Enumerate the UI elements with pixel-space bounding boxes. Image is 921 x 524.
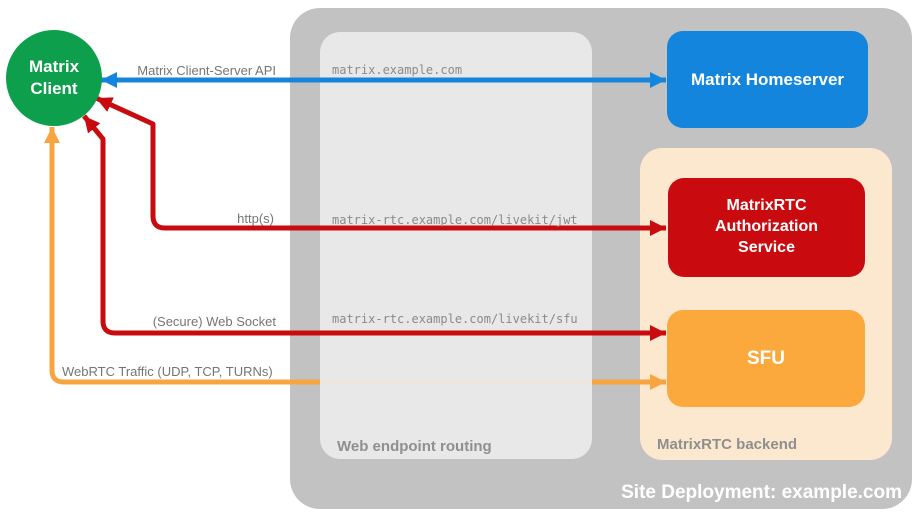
- matrix-homeserver-node: Matrix Homeserver: [667, 31, 868, 128]
- matrixrtc-backend-label: MatrixRTC backend: [657, 436, 798, 453]
- matrix-client-label: Matrix Client: [28, 56, 80, 98]
- client-server-api-label: Matrix Client-Server API: [137, 63, 276, 78]
- https-jwt-arrow: [94, 95, 666, 237]
- websocket-label: (Secure) Web Socket: [152, 314, 276, 329]
- route-livekit-jwt: matrix-rtc.example.com/livekit/jwt: [332, 213, 578, 227]
- matrixrtc-auth-service-node: MatrixRTC Authorization Service: [668, 178, 865, 277]
- sfu-node: SFU: [667, 310, 865, 407]
- route-matrix-example-com: matrix.example.com: [332, 63, 463, 77]
- route-livekit-sfu: matrix-rtc.example.com/livekit/sfu: [332, 312, 578, 326]
- sfu-label: SFU: [747, 347, 785, 369]
- webrtc-traffic-arrow: [43, 127, 666, 391]
- matrixrtc-auth-service-label: MatrixRTC Authorization Service: [714, 197, 819, 256]
- https-label: http(s): [237, 211, 274, 226]
- matrix-client-node: Matrix Client: [6, 30, 102, 126]
- matrix-homeserver-label: Matrix Homeserver: [690, 69, 845, 89]
- web-endpoint-routing-label: Web endpoint routing: [337, 438, 492, 455]
- webrtc-traffic-label: WebRTC Traffic (UDP, TCP, TURNs): [62, 364, 273, 379]
- site-deployment-label: Site Deployment: example.com: [621, 482, 902, 503]
